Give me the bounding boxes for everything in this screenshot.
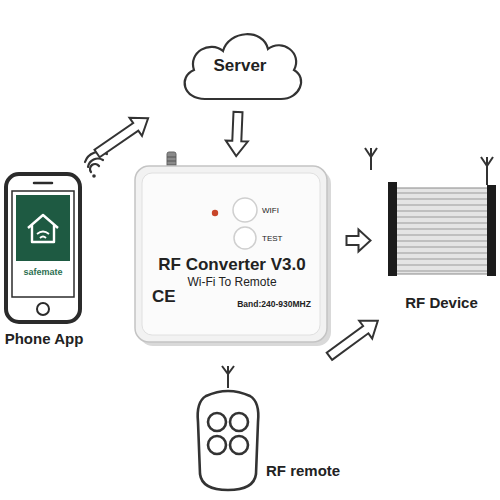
case-face <box>142 173 320 335</box>
app-name: safemate <box>12 267 74 277</box>
node-label: RF remote <box>266 462 350 479</box>
antenna-symbol <box>365 148 493 185</box>
ce-mark: CE <box>152 287 182 307</box>
status-led <box>212 210 218 216</box>
shutter-slat <box>396 222 488 223</box>
wifi-dot <box>92 174 96 178</box>
wifi-symbol <box>85 152 107 178</box>
device-node: RF Device <box>385 160 498 315</box>
shutter-slat <box>396 270 488 271</box>
button-label: WIFI <box>262 206 302 215</box>
hollow-arrow <box>327 321 378 360</box>
hollow-arrow <box>347 230 371 252</box>
house-wifi <box>37 232 49 239</box>
shutter-slat <box>396 246 488 247</box>
shutter-slat <box>396 234 488 235</box>
cloud-node: Server <box>175 25 305 105</box>
remote-button <box>230 413 248 431</box>
node-label: RF Device <box>380 294 500 311</box>
test-button <box>234 227 256 249</box>
antenna-symbol <box>365 148 377 170</box>
shutter-slat <box>396 216 488 217</box>
node-label: Phone App <box>0 330 90 347</box>
converter-node: WIFITESTRF Converter V3.0Wi-Fi To Remote… <box>132 163 332 348</box>
shutter-slat <box>396 240 488 241</box>
antenna-symbol <box>222 366 234 388</box>
remote-button <box>208 413 226 431</box>
node-shape <box>385 160 498 315</box>
shutter-slat <box>396 264 488 265</box>
shutter-slat <box>396 198 488 199</box>
remote-button <box>230 436 248 454</box>
remote-button <box>208 436 226 454</box>
phone-speaker <box>34 182 52 185</box>
hollow-arrow <box>226 112 248 156</box>
remote-node: RF remote <box>190 362 350 492</box>
node-title: Server <box>175 56 305 76</box>
shutter-slat <box>396 204 488 205</box>
app-tile <box>16 195 70 261</box>
phone-body <box>6 174 80 322</box>
gate-post <box>487 185 496 276</box>
wifi-arc <box>88 159 103 167</box>
gate-post <box>388 182 397 276</box>
shutter-slat <box>396 192 488 193</box>
house-icon <box>28 215 58 242</box>
remote-body <box>198 391 259 490</box>
antenna-symbol <box>481 157 493 185</box>
shutter-slat <box>396 228 488 229</box>
button-label: TEST <box>262 234 302 243</box>
home-button <box>37 303 49 315</box>
phone-node: safematePhone App <box>2 172 86 352</box>
wifi-button <box>233 198 257 222</box>
shutter-slat <box>396 210 488 211</box>
shutter-slat <box>396 252 488 253</box>
wifi-arc <box>90 164 99 172</box>
case-body <box>135 166 327 342</box>
shutter-slat <box>396 258 488 259</box>
node-shape <box>2 172 86 352</box>
product-name: RF Converter V3.0 <box>132 255 332 275</box>
hollow-arrow <box>95 118 149 157</box>
band-label: Band:240-930MHZ <box>224 300 324 310</box>
shutter <box>396 188 488 274</box>
phone-screen <box>12 191 74 297</box>
